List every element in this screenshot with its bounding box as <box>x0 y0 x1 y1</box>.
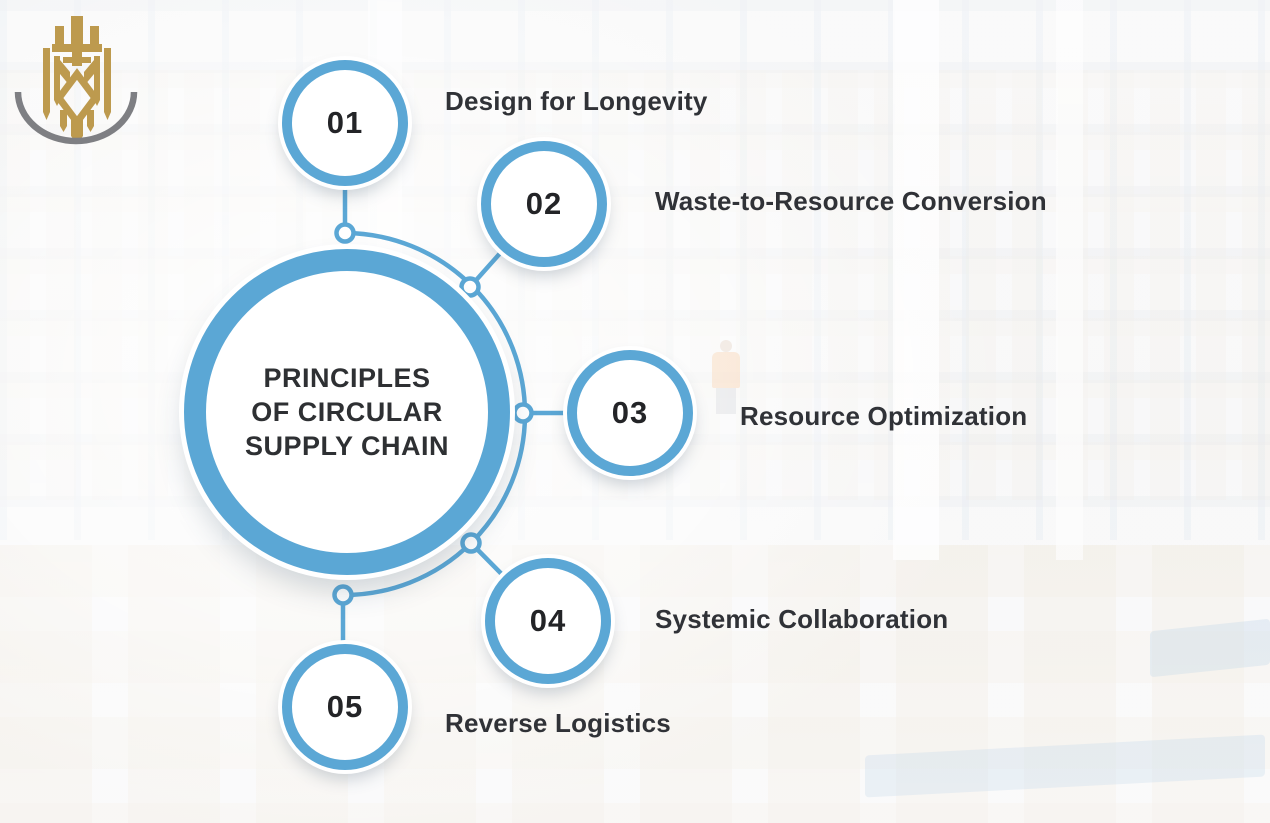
connector-node <box>332 584 354 606</box>
step-number: 04 <box>529 603 567 638</box>
connector-node <box>460 532 482 554</box>
step-circle-04: 04 <box>485 558 611 684</box>
connector-node <box>334 222 356 244</box>
step-circle-02: 02 <box>481 141 607 267</box>
step-label-03: Resource Optimization <box>740 401 1028 431</box>
diagram-title-line: PRINCIPLES <box>263 363 431 393</box>
step-label-04: Systemic Collaboration <box>655 604 949 634</box>
brand-logo <box>10 2 142 152</box>
step-number: 02 <box>525 186 563 221</box>
diagram-title-line: OF CIRCULAR <box>251 397 443 427</box>
step-number: 01 <box>326 105 364 140</box>
diamond-outline <box>54 68 100 128</box>
diagram-title: PRINCIPLES OF CIRCULAR SUPPLY CHAIN <box>245 361 449 463</box>
step-number: 03 <box>611 395 649 430</box>
step-circle-01: 01 <box>282 60 408 186</box>
connector-node <box>512 402 534 424</box>
gray-arc <box>14 91 138 145</box>
step-circle-03: 03 <box>567 350 693 476</box>
step-number: 05 <box>326 689 364 724</box>
central-circle: PRINCIPLES OF CIRCULAR SUPPLY CHAIN <box>184 249 510 575</box>
step-label-05: Reverse Logistics <box>445 708 671 738</box>
step-label-02: Waste-to-Resource Conversion <box>655 186 1047 216</box>
connector-node <box>459 276 481 298</box>
gold-crest-icon <box>14 16 138 145</box>
step-circle-05: 05 <box>282 644 408 770</box>
diagram-title-line: SUPPLY CHAIN <box>244 431 450 461</box>
step-label-01: Design for Longevity <box>445 86 708 116</box>
